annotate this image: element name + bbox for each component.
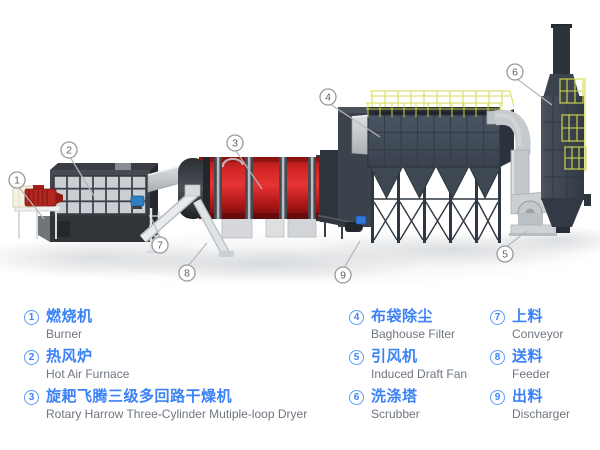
legend-column-3: 7 上料 Conveyor 8 送料 Feeder 9 出料 Discharger [490, 308, 570, 428]
baghouse-hoppers [369, 165, 502, 200]
legend-number-badge: 9 [490, 390, 505, 405]
legend-item-hot-air-furnace: 2 热风炉 Hot Air Furnace [24, 348, 307, 382]
induced-draft-fan [486, 109, 558, 236]
callout-5-fan: 5 [502, 249, 508, 261]
legend-number-badge: 4 [349, 310, 364, 325]
legend-number-badge: 2 [24, 350, 39, 365]
scrubber-chimney [553, 26, 570, 76]
legend-label-zh: 引风机 [371, 348, 418, 365]
legend-column-1: 1 燃烧机 Burner 2 热风炉 Hot Air Furnace 3 旋耙飞腾三… [24, 308, 307, 428]
baghouse-legs [371, 168, 501, 243]
callout-leader-lines [17, 78, 553, 269]
callout-4-baghouse: 4 [325, 92, 331, 104]
legend-label-en: Induced Draft Fan [371, 367, 468, 381]
discharger [317, 214, 367, 239]
fan-base [510, 224, 556, 235]
legend-label-en: Baghouse Filter [371, 327, 456, 341]
baghouse-railing [366, 90, 515, 117]
callout-9-discharger: 9 [340, 270, 346, 282]
legend-item-dryer: 3 旋耙飞腾三级多回路干燥机 Rotary Harrow Three-Cylind… [24, 388, 307, 422]
discharge-head [345, 222, 362, 232]
legend-label-zh: 上料 [512, 308, 544, 325]
legend-number-badge: 7 [490, 310, 505, 325]
legend-label-zh: 热风炉 [46, 348, 93, 365]
legend-label-zh: 旋耙飞腾三级多回路干燥机 [46, 388, 233, 405]
legend-item-conveyor: 7 上料 Conveyor [490, 308, 570, 342]
burner [12, 185, 63, 239]
baghouse-filter [366, 90, 515, 243]
callout-1-burner: 1 [14, 175, 20, 187]
legend-item-baghouse: 4 布袋除尘 Baghouse Filter [349, 308, 467, 342]
legend-item-scrubber: 6 洗涤塔 Scrubber [349, 388, 467, 422]
furnace-roof-box [115, 163, 131, 171]
callout-8-feeder: 8 [184, 268, 190, 280]
legend-label-zh: 燃烧机 [46, 308, 93, 325]
legend-label-zh: 布袋除尘 [371, 308, 434, 325]
dryer-pedestal [265, 215, 285, 238]
dryer-pedestal [287, 216, 317, 238]
legend-number-badge: 8 [490, 350, 505, 365]
callout-6-scrubber: 6 [512, 67, 518, 79]
equipment-illustration: 1 2 3 4 5 6 7 8 9 [0, 24, 600, 288]
discharge-motor [355, 215, 367, 225]
baghouse-bracing [371, 198, 501, 241]
feed-pump [130, 195, 145, 207]
callout-circles [8, 63, 524, 284]
legend-label-en: Scrubber [371, 407, 420, 421]
legend-number-badge: 5 [349, 350, 364, 365]
legend-label-zh: 出料 [512, 388, 544, 405]
burner-table-legs [18, 211, 57, 239]
legend-label-en: Hot Air Furnace [46, 367, 130, 381]
legend-label-en: Conveyor [512, 327, 564, 341]
legend-label-en: Discharger [512, 407, 571, 421]
burner-fins [28, 190, 48, 205]
callouts: 1 2 3 4 5 6 7 8 9 [8, 63, 553, 284]
legend-item-feeder: 8 送料 Feeder [490, 348, 570, 382]
legend-label-en: Burner [46, 327, 83, 341]
legend-item-discharger: 9 出料 Discharger [490, 388, 570, 422]
scrubber-cage-ladders [559, 78, 587, 172]
dryer-pedestal [221, 217, 253, 239]
legend-number-badge: 6 [349, 390, 364, 405]
callout-3-dryer: 3 [232, 138, 238, 150]
callout-7-conveyor: 7 [157, 240, 163, 252]
scrubber [541, 24, 591, 233]
legend-label-en: Rotary Harrow Three-Cylinder Mutiple-loo… [46, 407, 308, 421]
legend-number-badge: 1 [24, 310, 39, 325]
callout-2-hot-air-furnace: 2 [66, 145, 72, 157]
baghouse-panel-grid [368, 115, 500, 167]
legend-column-2: 4 布袋除尘 Baghouse Filter 5 引风机 Induced Draft… [349, 308, 467, 428]
legend-label-zh: 送料 [512, 348, 544, 365]
legend-label-en: Feeder [512, 367, 551, 381]
dryer-ring-detail [221, 157, 245, 168]
feeder [193, 198, 234, 257]
legend-number-badge: 3 [24, 390, 39, 405]
legend-item-induced-draft-fan: 5 引风机 Induced Draft Fan [349, 348, 467, 382]
callout-numbers: 1 2 3 4 5 6 7 8 9 [14, 67, 518, 282]
legend-label-zh: 洗涤塔 [371, 388, 418, 405]
legend-item-burner: 1 燃烧机 Burner [24, 308, 307, 342]
dryer-bands [214, 157, 316, 219]
